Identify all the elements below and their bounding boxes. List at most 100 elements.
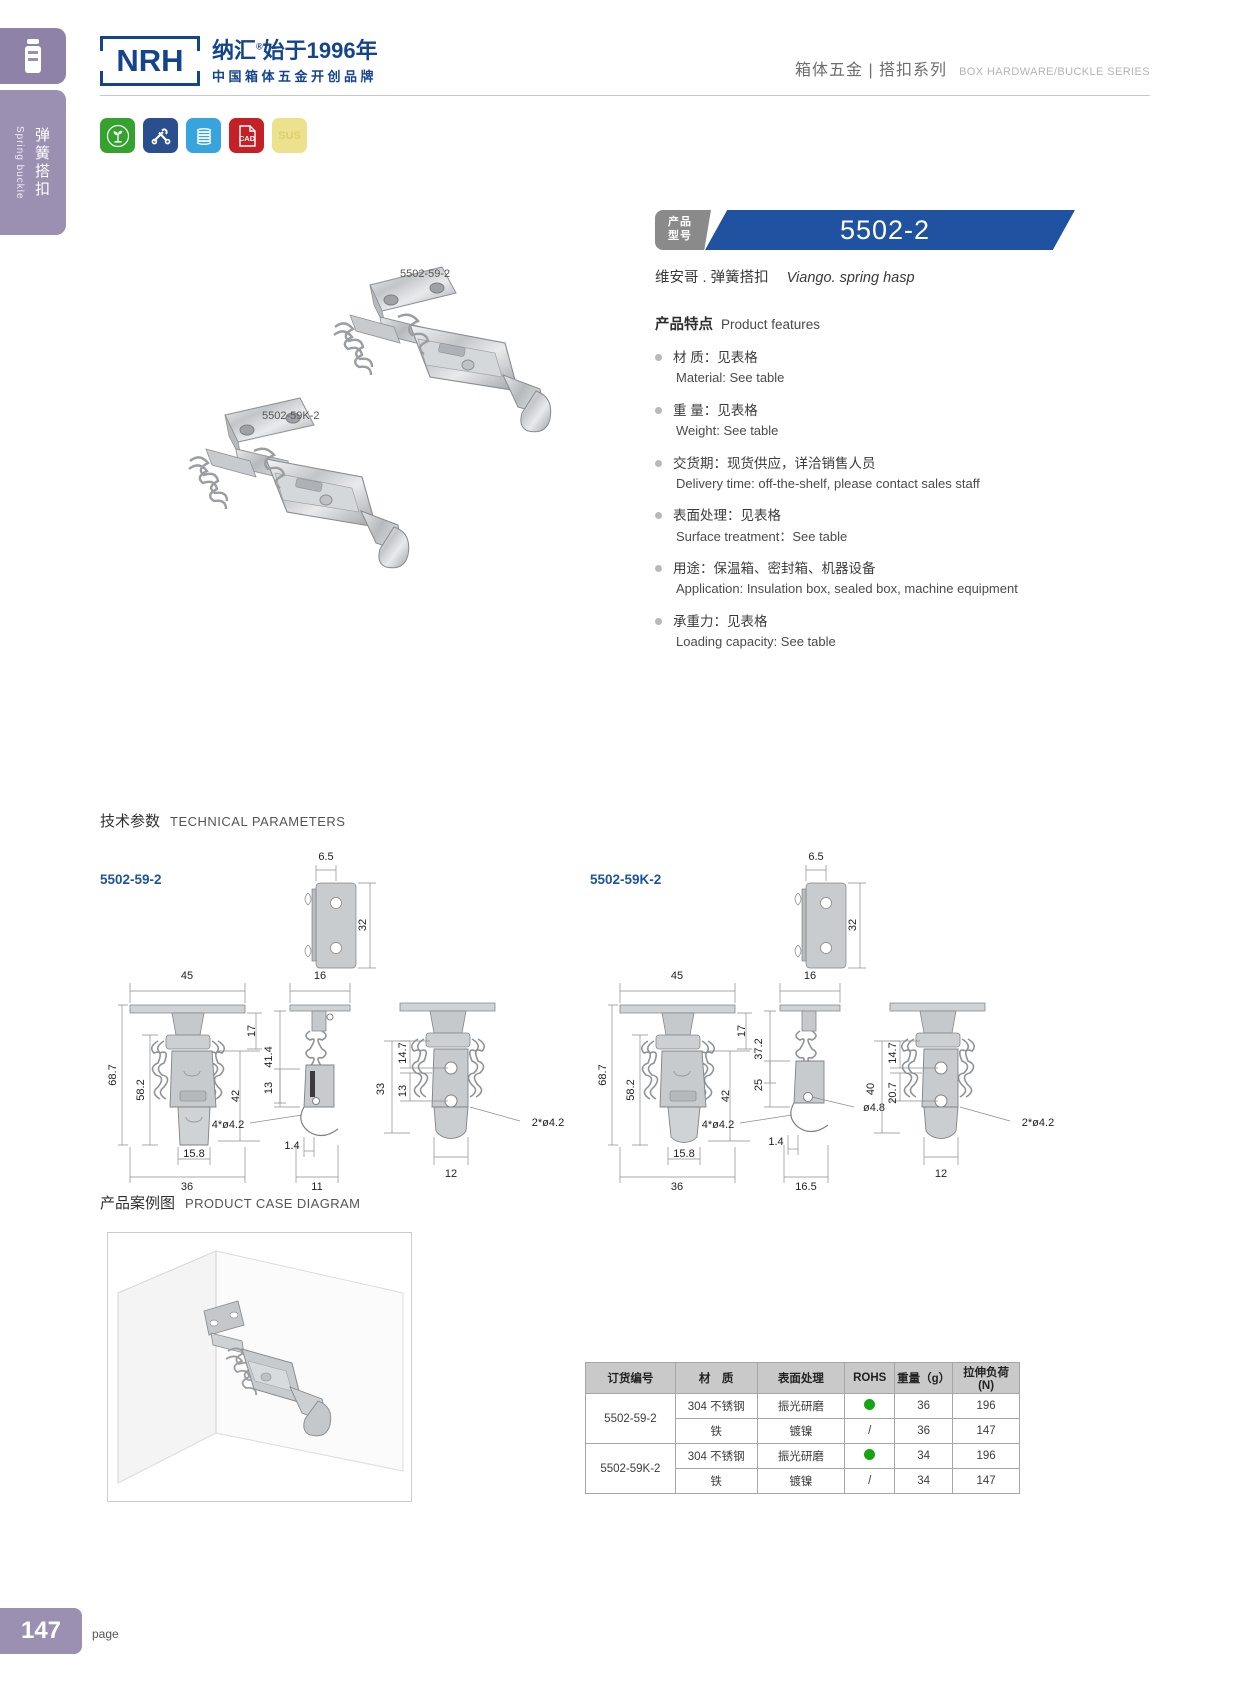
page-label: page	[92, 1627, 119, 1641]
page-number-tab: 147	[0, 1608, 82, 1654]
case-heading-cn: 产品案例图	[100, 1195, 176, 1212]
brand-title: 纳汇®始于1996年	[212, 38, 378, 63]
feature-en: Surface treatment：See table	[676, 528, 848, 544]
brand-slogan: 始于1996年	[262, 38, 378, 63]
dim-rear-hole-left: 2*ø4.2	[532, 1117, 564, 1129]
col-rohs: ROHS	[844, 1362, 896, 1394]
dim-side-hole-left: 4*ø4.2	[212, 1119, 244, 1131]
features-heading: 产品特点 Product features	[655, 313, 1075, 334]
dim-side-dia-right: ø4.8	[863, 1102, 885, 1114]
rohs-green-dot-icon	[864, 1449, 876, 1460]
feature-item-application: 用途：保温箱、密封箱、机器设备 Application: Insulation …	[655, 559, 1075, 599]
col-order-no: 订货编号	[585, 1362, 676, 1394]
feature-item-material: 材 质：见表格 Material: See table	[655, 348, 1075, 388]
dim-front-plate-right: 17	[736, 1025, 748, 1037]
category-cn-main: 箱体五金	[794, 62, 863, 79]
category-divider: |	[868, 62, 874, 79]
header-category: 箱体五金 | 搭扣系列 BOX HARDWARE/BUCKLE SERIES	[795, 56, 1150, 80]
dim-side-height-right: 37.2	[753, 1038, 765, 1059]
cad-label: CAD	[238, 134, 255, 143]
feature-en: Weight: See table	[676, 423, 779, 438]
dim-top-height-left: 32	[357, 919, 369, 931]
cell-material: 铁	[674, 1418, 758, 1444]
brand-subtitle: 中国箱体五金开创品牌	[212, 69, 378, 85]
cell-weight: 34	[894, 1443, 954, 1469]
sidebar-label-cn: 弹簧搭扣	[33, 126, 50, 199]
dim-front-base-left: 36	[181, 1181, 193, 1193]
specification-table: 订货编号 材 质 表面处理 ROHS 重量（g） 拉伸负荷 (N) 5502-5…	[585, 1362, 1020, 1494]
dim-side-offset-left: 1.4	[284, 1140, 299, 1152]
cell-load: 196	[952, 1443, 1020, 1469]
dim-front-total-left: 68.7	[107, 1064, 119, 1085]
dim-side-lower-right: 25	[753, 1079, 765, 1091]
sidebar-icon-tab[interactable]	[0, 28, 66, 84]
certification-badges: CAD SUS	[100, 118, 307, 153]
dim-rear-h2-left: 14.7	[397, 1042, 409, 1063]
dim-front-plate-left: 17	[246, 1025, 258, 1037]
dim-rear-h3-right: 20.7	[887, 1082, 899, 1103]
nrh-logo: NRH	[100, 36, 200, 86]
cell-weight: 36	[894, 1393, 954, 1419]
col-weight: 重量（g）	[894, 1362, 954, 1394]
features-heading-cn: 产品特点	[655, 317, 713, 333]
cell-load: 147	[952, 1418, 1020, 1444]
cell-surface: 镀镍	[756, 1468, 846, 1494]
feature-cn: 交货期：现货供应，详洽销售人员	[673, 455, 876, 471]
spring-buckle-icon	[24, 39, 42, 73]
dim-top-height-right: 32	[847, 919, 859, 931]
cell-surface: 振光研磨	[756, 1393, 846, 1419]
cell-surface: 镀镍	[756, 1418, 846, 1444]
feature-en: Delivery time: off-the-shelf, please con…	[676, 475, 980, 491]
sidebar-label-en: Spring buckle	[14, 125, 25, 200]
features-list: 材 质：见表格 Material: See table 重 量：见表格 Weig…	[655, 348, 1075, 652]
col-surface: 表面处理	[756, 1362, 846, 1394]
page-number: 147	[20, 1617, 62, 1644]
brand-name-cn: 纳汇	[212, 38, 257, 63]
tools-icon[interactable]	[143, 118, 178, 153]
cell-load: 196	[952, 1393, 1020, 1419]
cell-load: 147	[952, 1468, 1020, 1494]
model-number: 5502-2	[705, 210, 1075, 250]
spring-icon[interactable]	[186, 118, 221, 153]
feature-item-weight: 重 量：见表格 Weight: See table	[655, 401, 1075, 441]
features-heading-en: Product features	[721, 317, 821, 332]
cell-material: 304 不锈钢	[674, 1443, 758, 1469]
case-diagram-image	[107, 1232, 412, 1502]
table-row: 铁 镀镍 / 34 147	[586, 1468, 1020, 1494]
model-subtitle: 维安哥 . 弹簧搭扣 Viango. spring hasp	[655, 266, 1075, 287]
header-divider	[100, 95, 1150, 96]
tech-model-label-left: 5502-59-2	[100, 872, 162, 887]
dim-side-width-left: 16	[314, 970, 326, 982]
cad-file-icon[interactable]: CAD	[229, 118, 264, 153]
dim-rear-total-left: 33	[375, 1083, 387, 1095]
feature-item-loading: 承重力：见表格 Loading capacity: See table	[655, 612, 1075, 652]
dim-rear-base-right: 12	[935, 1168, 947, 1180]
model-tag-line2: 型号	[668, 230, 692, 242]
cell-material: 铁	[674, 1468, 758, 1494]
sus-icon[interactable]: SUS	[272, 118, 307, 153]
dim-front-base-right: 36	[671, 1181, 683, 1193]
dim-front-body-right: 42	[720, 1090, 732, 1102]
cell-surface: 振光研磨	[756, 1443, 846, 1469]
cell-weight: 36	[894, 1418, 954, 1444]
rohs-green-dot-icon	[864, 1399, 876, 1410]
table-header-row: 订货编号 材 质 表面处理 ROHS 重量（g） 拉伸负荷 (N)	[585, 1362, 1020, 1394]
feature-en: Loading capacity: See table	[676, 634, 836, 649]
photo-caption-a: 5502-59-2	[400, 268, 451, 280]
product-info-panel: 产品 型号 5502-2 维安哥 . 弹簧搭扣 Viango. spring h…	[655, 210, 1075, 665]
feature-item-surface: 表面处理：见表格 Surface treatment：See table	[655, 506, 1075, 546]
cell-rohs	[844, 1443, 896, 1469]
dim-front-width-left: 45	[181, 970, 193, 982]
sidebar-item-spring-buckle[interactable]: Spring buckle 弹簧搭扣	[0, 90, 66, 235]
dim-front-base-inner-left: 15.8	[183, 1148, 204, 1160]
dim-rear-h2-right: 14.7	[887, 1042, 899, 1063]
cell-order-no: 5502-59K-2	[585, 1443, 676, 1494]
tech-heading-en: TECHNICAL PARAMETERS	[170, 814, 346, 829]
dim-front-base-inner-right: 15.8	[673, 1148, 694, 1160]
model-badge-tag: 产品 型号	[655, 210, 711, 250]
feature-item-delivery: 交货期：现货供应，详洽销售人员 Delivery time: off-the-s…	[655, 454, 1075, 494]
table-row: 5502-59K-2 304 不锈钢 振光研磨 34 196	[585, 1443, 1020, 1494]
cell-order-no: 5502-59-2	[585, 1393, 676, 1444]
category-cn: 箱体五金 | 搭扣系列	[795, 56, 947, 80]
rohs-green-icon[interactable]	[100, 118, 135, 153]
